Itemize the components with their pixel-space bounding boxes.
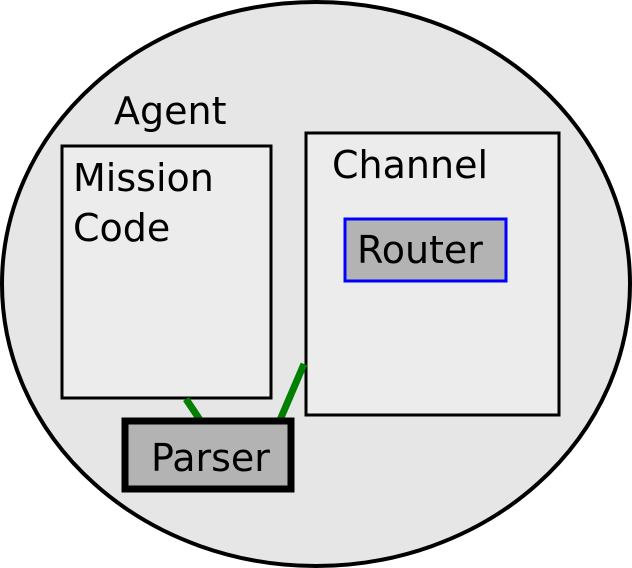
connector-channel-to-parser [276, 362, 308, 422]
router-label: Router [357, 228, 483, 272]
mission-code-label-line2: Code [73, 206, 170, 250]
connector-mission-to-parser [183, 397, 203, 422]
router-box [343, 217, 508, 283]
parser-box [121, 417, 295, 493]
mission-code-box [60, 144, 273, 400]
agent-label: Agent [114, 89, 226, 133]
parser-label: Parser [151, 436, 270, 480]
mission-code-label-line1: Mission [73, 156, 214, 200]
channel-label: Channel [332, 143, 488, 187]
